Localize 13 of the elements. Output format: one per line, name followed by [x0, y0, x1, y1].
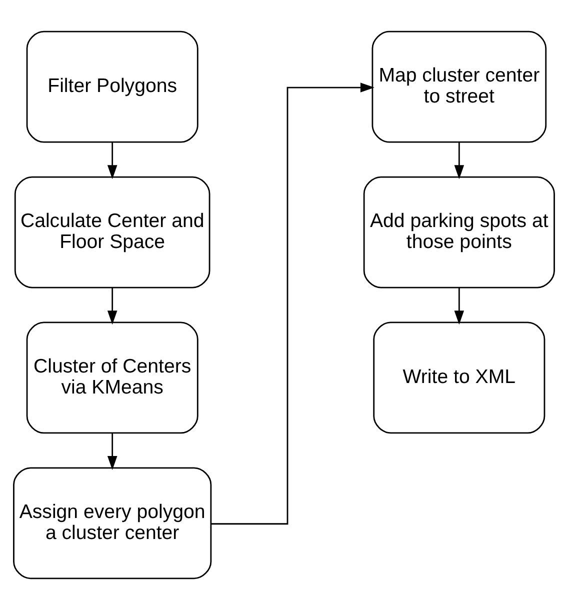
node-box: Calculate Center and Floor Space [14, 176, 210, 288]
node-box: Add parking spots at those points [363, 176, 555, 288]
node-box: Assign every polygon a cluster center [13, 467, 212, 580]
node-box: Cluster of Centers via KMeans [26, 322, 198, 434]
node-box: Write to XML [373, 322, 546, 434]
arrow [454, 142, 464, 180]
arrow [211, 82, 374, 525]
arrow [107, 142, 118, 180]
arrow [454, 288, 464, 325]
arrow [107, 288, 118, 325]
node-box: Map cluster center to street [372, 30, 547, 143]
node-box: Filter Polygons [26, 30, 198, 143]
arrow [107, 433, 118, 470]
